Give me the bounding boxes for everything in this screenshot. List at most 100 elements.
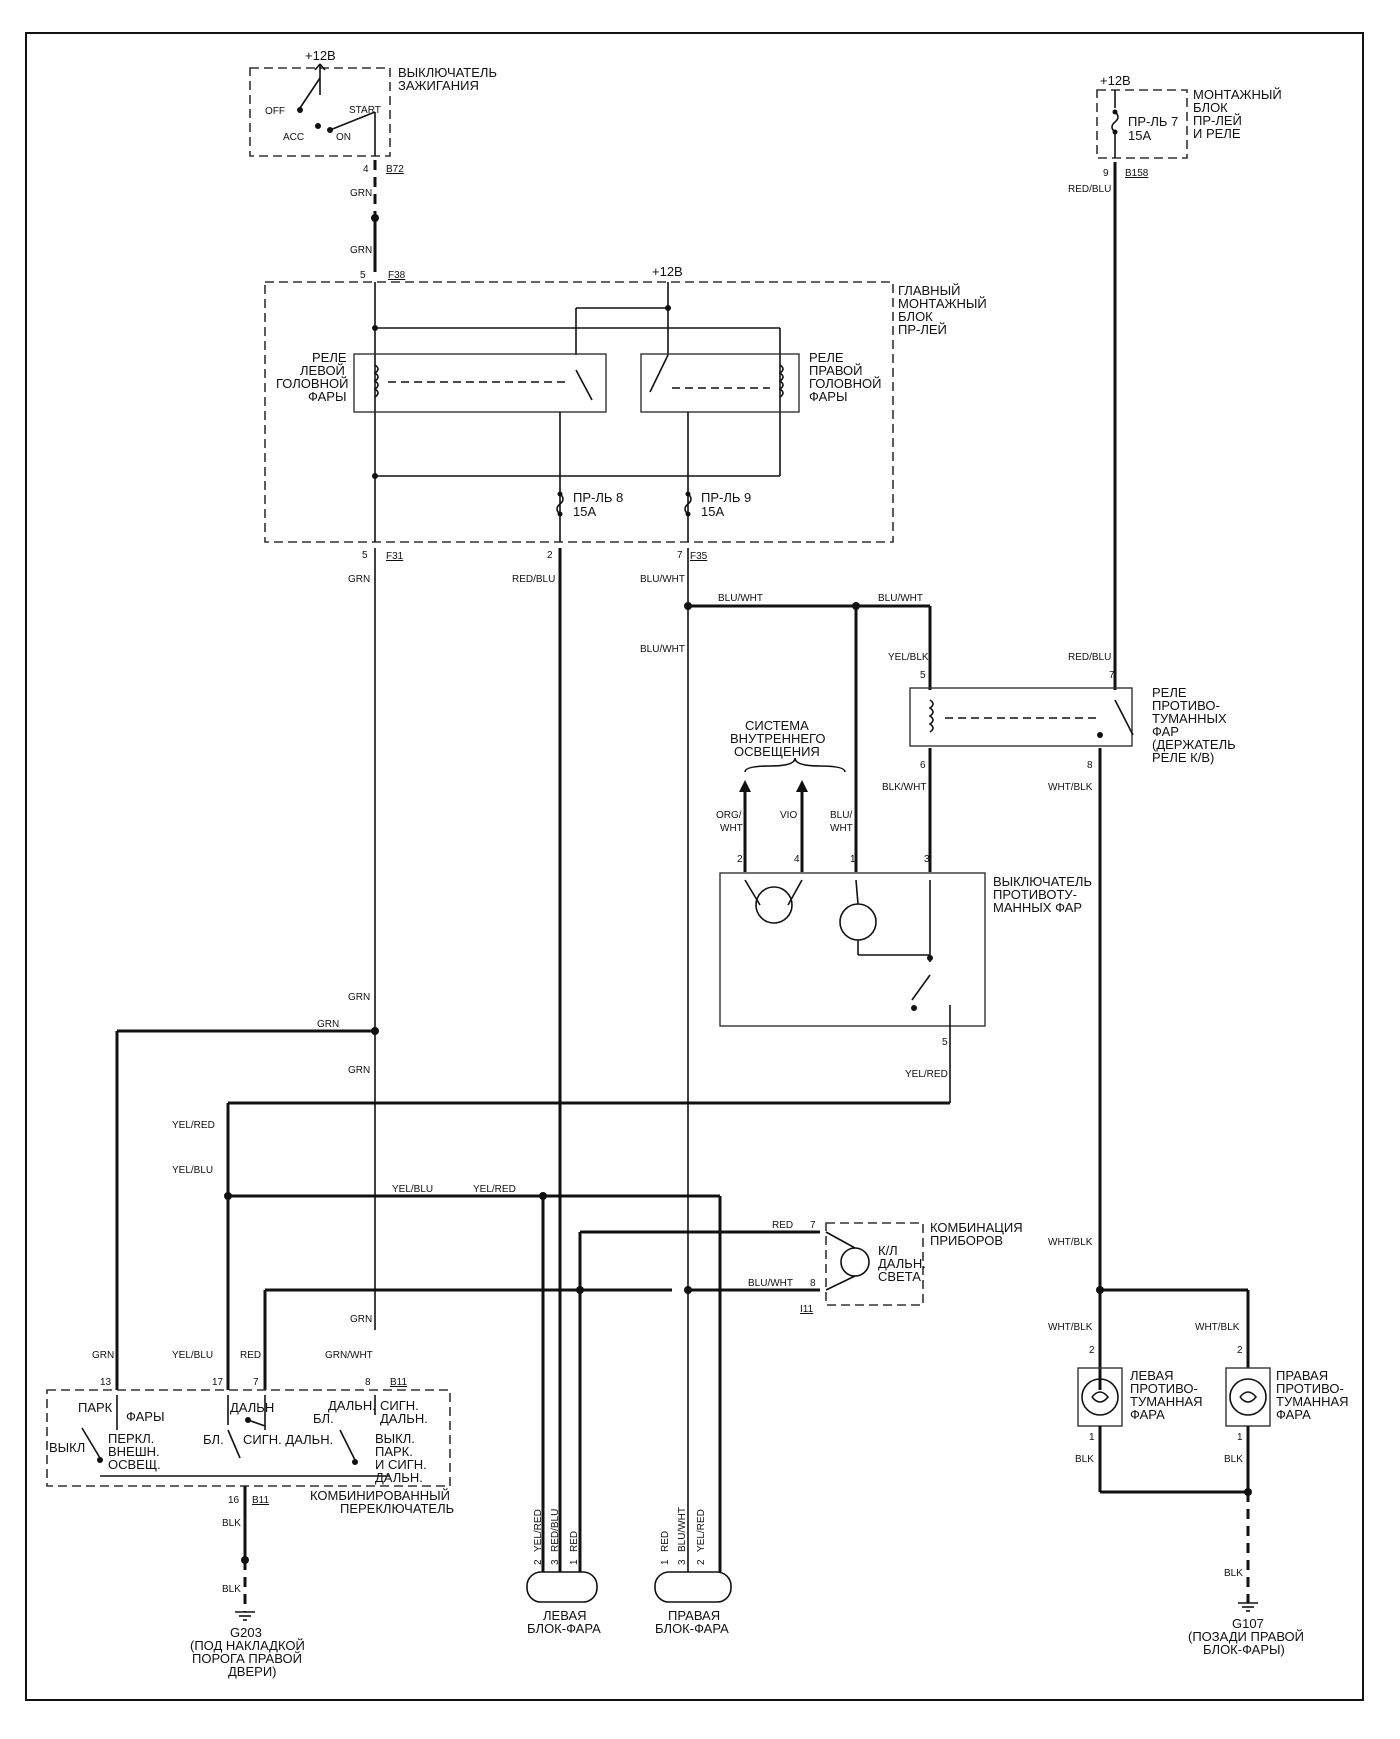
svg-text:17: 17 bbox=[212, 1377, 224, 1388]
svg-text:ФАРЫ: ФАРЫ bbox=[308, 389, 346, 404]
svg-text:WHT/BLK: WHT/BLK bbox=[1048, 1237, 1093, 1248]
interior-lighting-system: СИСТЕМА ВНУТРЕННЕГО ОСВЕЩЕНИЯ ORG/ WHT V… bbox=[716, 718, 853, 872]
svg-text:ОСВЕЩЕНИЯ: ОСВЕЩЕНИЯ bbox=[734, 744, 820, 759]
svg-text:БЛ.: БЛ. bbox=[203, 1432, 224, 1447]
svg-text:ДАЛЬН: ДАЛЬН bbox=[230, 1400, 274, 1415]
svg-text:RED: RED bbox=[240, 1350, 261, 1361]
svg-text:+12В: +12В bbox=[652, 264, 683, 279]
svg-text:2: 2 bbox=[737, 854, 743, 865]
svg-text:F31: F31 bbox=[386, 551, 404, 562]
svg-text:БЛОК-ФАРА: БЛОК-ФАРА bbox=[655, 1621, 729, 1636]
svg-text:YEL/BLU: YEL/BLU bbox=[172, 1350, 213, 1361]
fog-relay: РЕЛЕ ПРОТИВО- ТУМАННЫХ ФАР (ДЕРЖАТЕЛЬ РЕ… bbox=[909, 685, 1236, 765]
svg-text:ПР-ЛЬ 8: ПР-ЛЬ 8 bbox=[573, 490, 623, 505]
instrument-cluster: 7 8 К/Л ДАЛЬН. СВЕТА КОМБИНАЦИЯ ПРИБОРОВ… bbox=[800, 1220, 1023, 1315]
svg-text:ДВЕРИ): ДВЕРИ) bbox=[228, 1664, 277, 1679]
svg-text:1: 1 bbox=[569, 1559, 580, 1565]
svg-text:START: START bbox=[349, 105, 381, 116]
svg-text:ВЫКЛ: ВЫКЛ bbox=[49, 1440, 85, 1455]
svg-text:ПРОТИВО-: ПРОТИВО- bbox=[1276, 1381, 1344, 1396]
svg-text:GRN: GRN bbox=[350, 188, 372, 199]
svg-text:ПАРК.: ПАРК. bbox=[375, 1444, 413, 1459]
svg-text:GRN: GRN bbox=[348, 1065, 370, 1076]
svg-text:ТУМАННАЯ: ТУМАННАЯ bbox=[1130, 1394, 1203, 1409]
svg-text:КОМБИНАЦИЯ: КОМБИНАЦИЯ bbox=[930, 1220, 1023, 1235]
svg-text:YEL/RED: YEL/RED bbox=[172, 1120, 215, 1131]
svg-text:ORG/: ORG/ bbox=[716, 810, 742, 821]
svg-text:МОНТАЖНЫЙ: МОНТАЖНЫЙ bbox=[1193, 87, 1282, 102]
ground-g107: G107 (ПОЗАДИ ПРАВОЙ БЛОК-ФАРЫ) bbox=[1188, 1602, 1304, 1657]
svg-text:B158: B158 bbox=[1125, 168, 1149, 179]
svg-text:BLU/WHT: BLU/WHT bbox=[640, 574, 685, 585]
svg-text:RED/BLU: RED/BLU bbox=[1068, 184, 1111, 195]
svg-text:VIO: VIO bbox=[780, 810, 797, 821]
svg-text:BLU/WHT: BLU/WHT bbox=[878, 593, 923, 604]
svg-text:ON: ON bbox=[336, 132, 351, 143]
svg-text:3: 3 bbox=[677, 1559, 688, 1565]
svg-text:ГЛАВНЫЙ: ГЛАВНЫЙ bbox=[898, 283, 960, 298]
svg-text:ПЕРЕКЛЮЧАТЕЛЬ: ПЕРЕКЛЮЧАТЕЛЬ bbox=[340, 1501, 454, 1516]
svg-text:YEL/RED: YEL/RED bbox=[533, 1509, 544, 1552]
svg-text:G203: G203 bbox=[230, 1625, 262, 1640]
svg-text:3: 3 bbox=[924, 854, 930, 865]
svg-text:(ДЕРЖАТЕЛЬ: (ДЕРЖАТЕЛЬ bbox=[1152, 737, 1236, 752]
svg-text:15А: 15А bbox=[573, 504, 596, 519]
svg-text:I11: I11 bbox=[800, 1304, 814, 1315]
svg-text:YEL/RED: YEL/RED bbox=[473, 1184, 516, 1195]
svg-text:ВЫКЛЮЧАТЕЛЬ: ВЫКЛЮЧАТЕЛЬ bbox=[993, 874, 1092, 889]
svg-text:YEL/RED: YEL/RED bbox=[905, 1069, 948, 1080]
svg-text:ВЫКЛЮЧАТЕЛЬ: ВЫКЛЮЧАТЕЛЬ bbox=[398, 65, 497, 80]
svg-text:ПОРОГА ПРАВОЙ: ПОРОГА ПРАВОЙ bbox=[192, 1651, 302, 1666]
svg-text:КОМБИНИРОВАННЫЙ: КОМБИНИРОВАННЫЙ bbox=[310, 1488, 450, 1503]
left-headlamp: 2 YEL/RED 3 RED/BLU 1 RED ЛЕВАЯ БЛОК-ФАР… bbox=[526, 1509, 601, 1636]
svg-text:РЕЛЕ: РЕЛЕ bbox=[1152, 685, 1187, 700]
svg-text:ЛЕВОЙ: ЛЕВОЙ bbox=[300, 363, 345, 378]
svg-text:ЗАЖИГАНИЯ: ЗАЖИГАНИЯ bbox=[398, 78, 479, 93]
svg-text:ЛЕВАЯ: ЛЕВАЯ bbox=[1130, 1368, 1174, 1383]
svg-text:8: 8 bbox=[365, 1377, 371, 1388]
left-fog-lamp: 2 1 ЛЕВАЯ ПРОТИВО- ТУМАННАЯ ФАРА bbox=[1077, 1345, 1203, 1443]
svg-text:15А: 15А bbox=[701, 504, 724, 519]
svg-text:15А: 15А bbox=[1128, 128, 1151, 143]
svg-text:(ПОЗАДИ ПРАВОЙ: (ПОЗАДИ ПРАВОЙ bbox=[1188, 1629, 1304, 1644]
svg-text:7: 7 bbox=[810, 1220, 816, 1231]
svg-text:ГОЛОВНОЙ: ГОЛОВНОЙ bbox=[276, 376, 348, 391]
svg-text:BLK: BLK bbox=[1075, 1454, 1094, 1465]
svg-text:BLU/WHT: BLU/WHT bbox=[640, 644, 685, 655]
svg-text:YEL/BLK: YEL/BLK bbox=[888, 652, 929, 663]
svg-text:B11: B11 bbox=[252, 1495, 269, 1506]
svg-text:ФАРЫ: ФАРЫ bbox=[126, 1409, 164, 1424]
svg-text:4: 4 bbox=[363, 164, 369, 175]
svg-text:8: 8 bbox=[810, 1278, 816, 1289]
svg-text:BLU/WHT: BLU/WHT bbox=[677, 1507, 688, 1552]
svg-text:ФАР: ФАР bbox=[1152, 724, 1179, 739]
svg-text:РЕЛЕ: РЕЛЕ bbox=[809, 350, 844, 365]
svg-text:ПРОТИВОТУ-: ПРОТИВОТУ- bbox=[993, 887, 1077, 902]
svg-text:ПРАВОЙ: ПРАВОЙ bbox=[809, 363, 863, 378]
svg-text:ВНЕШН.: ВНЕШН. bbox=[108, 1444, 160, 1459]
svg-text:F38: F38 bbox=[388, 270, 406, 281]
main-relay-block: +12В ГЛАВНЫЙ МОНТАЖНЫЙ БЛОК ПР-ЛЕЙ 5 F38… bbox=[264, 264, 987, 562]
svg-text:RED: RED bbox=[569, 1531, 580, 1552]
svg-text:5: 5 bbox=[920, 670, 926, 681]
svg-text:RED/BLU: RED/BLU bbox=[1068, 652, 1111, 663]
svg-text:ACC: ACC bbox=[283, 132, 304, 143]
svg-text:ПРАВАЯ: ПРАВАЯ bbox=[1276, 1368, 1328, 1383]
svg-text:РЕЛЕ К/В): РЕЛЕ К/В) bbox=[1152, 750, 1214, 765]
svg-text:RED/BLU: RED/BLU bbox=[512, 574, 555, 585]
svg-text:ПРАВАЯ: ПРАВАЯ bbox=[668, 1608, 720, 1623]
svg-text:СИГН. ДАЛЬН.: СИГН. ДАЛЬН. bbox=[243, 1432, 333, 1447]
svg-text:BLK: BLK bbox=[1224, 1454, 1243, 1465]
svg-text:БЛОК-ФАРА: БЛОК-ФАРА bbox=[527, 1621, 601, 1636]
svg-text:RED: RED bbox=[660, 1531, 671, 1552]
svg-text:ВНУТРЕННЕГО: ВНУТРЕННЕГО bbox=[730, 731, 825, 746]
svg-text:6: 6 bbox=[920, 760, 926, 771]
svg-text:ВЫКЛ.: ВЫКЛ. bbox=[375, 1431, 415, 1446]
svg-text:ЛЕВАЯ: ЛЕВАЯ bbox=[543, 1608, 587, 1623]
svg-text:И РЕЛЕ: И РЕЛЕ bbox=[1193, 126, 1241, 141]
svg-text:2: 2 bbox=[547, 550, 553, 561]
svg-text:2: 2 bbox=[696, 1559, 707, 1565]
svg-text:RED: RED bbox=[772, 1220, 793, 1231]
svg-text:ПР-ЛЕЙ: ПР-ЛЕЙ bbox=[1193, 113, 1242, 128]
svg-text:B72: B72 bbox=[386, 164, 404, 175]
